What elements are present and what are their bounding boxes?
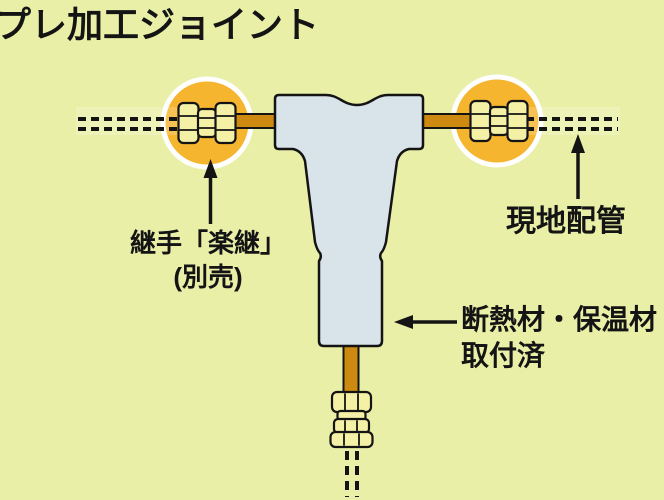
pipe-stub-left bbox=[230, 113, 279, 129]
label-fitting-line1: 継手「楽継」 bbox=[129, 228, 286, 258]
fitting-bottom-nut-top bbox=[330, 390, 373, 414]
arrow-head-left bbox=[394, 315, 413, 329]
label-site-piping: 現地配管 bbox=[506, 205, 626, 238]
arrow-to-site-piping bbox=[571, 134, 585, 199]
compression-fitting-bottom bbox=[329, 390, 374, 449]
label-insulation-line2: 取付済 bbox=[461, 340, 546, 371]
label-fitting-line2: (別売) bbox=[173, 262, 243, 292]
pipe-stub-bottom bbox=[342, 343, 360, 395]
arrow-head-up bbox=[571, 134, 585, 153]
field-pipe-left-dashed bbox=[76, 107, 177, 135]
field-pipe-bottom-dashed bbox=[345, 451, 359, 497]
arrow-to-insulation bbox=[394, 315, 457, 329]
fitting-bottom-nut-bottom bbox=[329, 430, 374, 449]
label-fitting: 継手「楽継」 (別売) bbox=[128, 226, 288, 294]
compression-fitting-right bbox=[469, 99, 529, 143]
label-insulation-line1: 断熱材・保温材 bbox=[461, 304, 658, 335]
arrow-head-up bbox=[203, 159, 218, 178]
tee-joint-body bbox=[273, 93, 425, 348]
label-insulation: 断熱材・保温材 取付済 bbox=[461, 302, 657, 374]
arrow-to-fitting bbox=[203, 159, 218, 224]
diagram-title: プレ加工ジョイント bbox=[0, 4, 320, 45]
field-pipe-right-dashed bbox=[521, 107, 620, 135]
pipe-stub-right bbox=[420, 113, 474, 129]
compression-fitting-left bbox=[177, 101, 237, 145]
